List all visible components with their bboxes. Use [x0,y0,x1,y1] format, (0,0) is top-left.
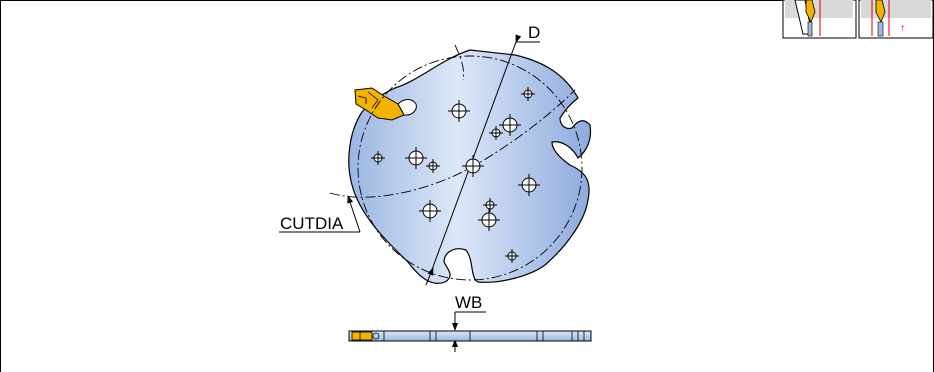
thumbnail-right[interactable]: ↑ [858,0,934,39]
hole [518,174,540,196]
cutting-diameter-dimension: CUTDIA [279,195,361,233]
hole [448,100,470,122]
small-hole [505,249,519,263]
thumbnail-left[interactable] [782,0,857,39]
small-hole [426,159,440,173]
hole [462,155,484,177]
small-hole [489,126,503,140]
hole [405,147,427,169]
cutting-diameter-label: CUTDIA [280,214,344,233]
cutting-insert [354,87,405,121]
hole [499,114,521,136]
body-width-dimension: WB [452,293,486,352]
mounting-holes [371,87,540,263]
diameter-label: D [528,23,540,42]
hole [478,209,500,231]
small-hole [371,151,385,165]
small-hole [483,198,497,212]
body-width-label: WB [455,293,482,312]
small-hole [521,87,535,101]
thumbnail-marker-arrow: ↑ [900,23,905,34]
blade-side-view [348,330,592,342]
hole [419,200,441,222]
